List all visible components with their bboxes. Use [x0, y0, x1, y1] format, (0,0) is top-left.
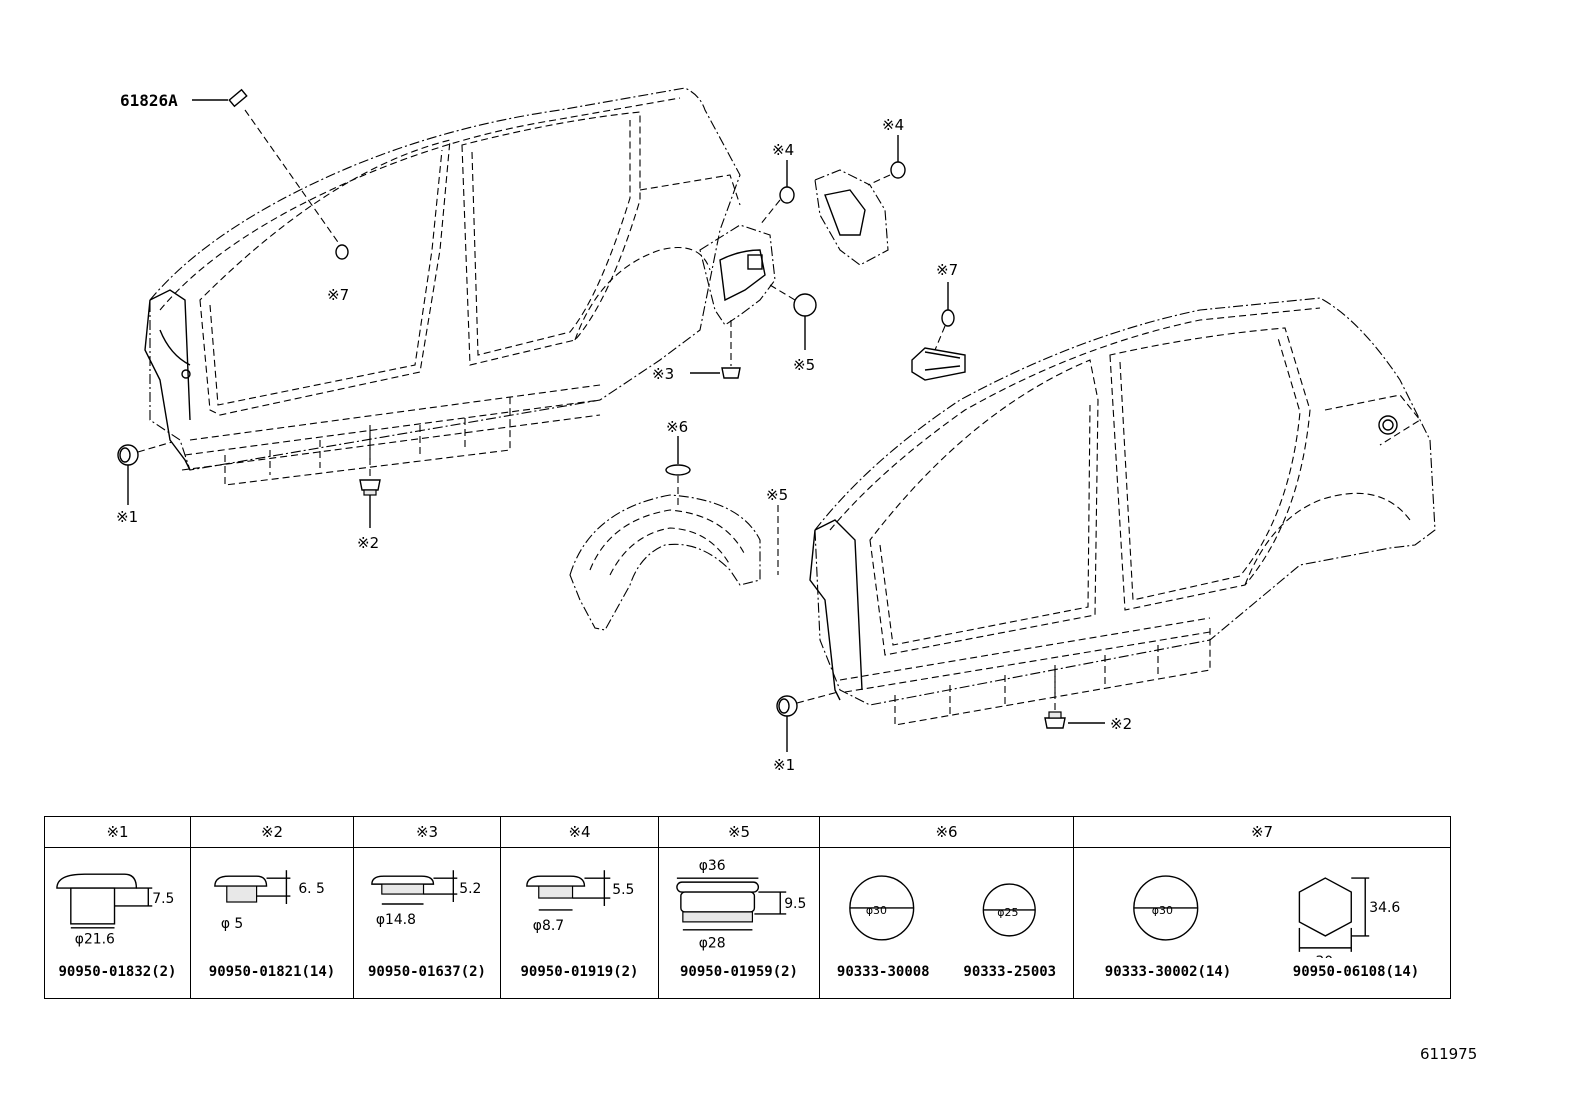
fastener-c5-top: ※5 — [769, 284, 817, 374]
cell-c2: 6. 5 φ 5 90950-01821(14) — [190, 847, 354, 999]
svg-text:※7: ※7 — [936, 261, 958, 279]
svg-text:※4: ※4 — [882, 116, 904, 134]
rear-quarter-inner — [699, 224, 776, 326]
svg-text:6. 5: 6. 5 — [298, 881, 325, 897]
part-number-c4: 90950-01919(2) — [520, 964, 639, 980]
table-body-row: 7.5 φ21.6 90950-01832(2) 6. 5 φ 5 90950-… — [44, 847, 1451, 999]
fastener-parts-table: ※1 ※2 ※3 ※4 ※5 ※6 ※7 7.5 φ21.6 90950-018… — [44, 816, 1451, 999]
svg-text:φ8.7: φ8.7 — [533, 918, 564, 934]
fastener-c2-left: ※2 — [357, 425, 381, 552]
svg-text:φ 5: φ 5 — [221, 916, 243, 932]
fastener-c7-right: ※7 — [934, 261, 958, 351]
header-c4: ※4 — [500, 816, 659, 848]
plug-c1-drawing: 7.5 φ21.6 — [56, 873, 174, 948]
header-c3: ※3 — [353, 816, 501, 848]
part-number-c2: 90950-01821(14) — [208, 964, 336, 980]
body-side-diagram: 61826A ※7 ※1 ※2 ※3 ※4 ※4 — [116, 87, 1436, 774]
fastener-c2-right: ※2 — [1044, 670, 1132, 733]
svg-text:※7: ※7 — [327, 286, 349, 304]
svg-text:5.2: 5.2 — [459, 881, 481, 897]
svg-text:※2: ※2 — [357, 534, 379, 552]
callout-61826A: 61826A — [120, 88, 341, 246]
plug-c5-drawing: φ36 9.5 φ28 — [676, 858, 806, 952]
plug-c2-drawing: 6. 5 φ 5 — [214, 870, 325, 932]
cell-c5: φ36 9.5 φ28 90950-01959(2) — [658, 847, 820, 999]
table-header-row: ※1 ※2 ※3 ※4 ※5 ※6 ※7 — [44, 816, 1451, 848]
svg-text:7.5: 7.5 — [152, 891, 174, 907]
part-number-c1: 90950-01832(2) — [58, 964, 177, 980]
svg-text:※5: ※5 — [766, 486, 788, 504]
svg-text:※1: ※1 — [116, 508, 138, 526]
cell-c4: 5.5 φ8.7 90950-01919(2) — [500, 847, 659, 999]
svg-text:※4: ※4 — [772, 141, 794, 159]
part-number-c5: 90950-01959(2) — [679, 964, 798, 980]
svg-text:5.5: 5.5 — [612, 882, 634, 898]
part-number-c6-a: 90333-30008 — [836, 964, 930, 980]
header-c7: ※7 — [1073, 816, 1451, 848]
diagram-reference-number: 611975 — [1420, 1045, 1478, 1063]
svg-text:φ30: φ30 — [1152, 904, 1173, 917]
svg-text:φ14.8: φ14.8 — [376, 912, 416, 928]
header-c2: ※2 — [190, 816, 354, 848]
callout-61826A-label: 61826A — [120, 91, 178, 110]
plug-c3-drawing: 5.2 φ14.8 — [371, 870, 481, 928]
seal-c7-drawing: φ30 34.6 30 — [1133, 875, 1400, 958]
svg-text:※3: ※3 — [652, 365, 674, 383]
svg-text:30: 30 — [1315, 954, 1333, 958]
svg-text:φ30: φ30 — [866, 904, 887, 917]
header-c5: ※5 — [658, 816, 820, 848]
small-bracket — [911, 347, 966, 381]
svg-text:※5: ※5 — [793, 356, 815, 374]
cell-c1: 7.5 φ21.6 90950-01832(2) — [44, 847, 191, 999]
svg-text:※1: ※1 — [773, 756, 795, 774]
cell-c6: φ30 φ25 90333-30008 90333-25003 — [819, 847, 1074, 999]
svg-text:φ28: φ28 — [699, 936, 726, 952]
fastener-c1-right: ※1 — [773, 691, 839, 774]
part-number-c6-b: 90333-25003 — [963, 964, 1057, 980]
fastener-c1-left: ※1 — [116, 441, 173, 526]
left-side-panel — [144, 87, 741, 486]
header-c1: ※1 — [44, 816, 191, 848]
part-numbers-c6: 90333-30008 90333-25003 — [820, 964, 1073, 980]
plug-c4-drawing: 5.5 φ8.7 — [526, 870, 634, 934]
svg-text:※6: ※6 — [666, 418, 688, 436]
cell-c3: 5.2 φ14.8 90950-01637(2) — [353, 847, 501, 999]
fastener-c5-liner: ※5 — [766, 486, 788, 575]
svg-text:φ21.6: φ21.6 — [75, 932, 115, 948]
fastener-c6: ※6 — [665, 418, 691, 505]
fastener-c3: ※3 — [652, 320, 741, 383]
wheel-housing-liner — [569, 494, 761, 631]
part-number-c3: 90950-01637(2) — [367, 964, 486, 980]
part-numbers-c7: 90333-30002(14) 90950-06108(14) — [1074, 964, 1450, 980]
right-side-panel — [809, 297, 1436, 726]
rear-fender-plate — [814, 169, 889, 266]
header-c6: ※6 — [819, 816, 1074, 848]
cell-c7: φ30 34.6 30 90333-30002(14) 90950-06108(… — [1073, 847, 1451, 999]
svg-text:φ36: φ36 — [699, 858, 726, 874]
svg-text:※2: ※2 — [1110, 715, 1132, 733]
fastener-c7-left: ※7 — [327, 244, 349, 304]
fastener-c4-a: ※4 — [759, 141, 795, 226]
svg-text:34.6: 34.6 — [1369, 900, 1400, 916]
part-number-c7-b: 90950-06108(14) — [1292, 964, 1420, 980]
svg-text:φ25: φ25 — [997, 906, 1018, 919]
part-number-c7-a: 90333-30002(14) — [1104, 964, 1232, 980]
fastener-c4-b: ※4 — [867, 116, 906, 186]
seal-c6-drawing: φ30 φ25 — [849, 875, 1036, 941]
svg-text:9.5: 9.5 — [784, 896, 806, 912]
